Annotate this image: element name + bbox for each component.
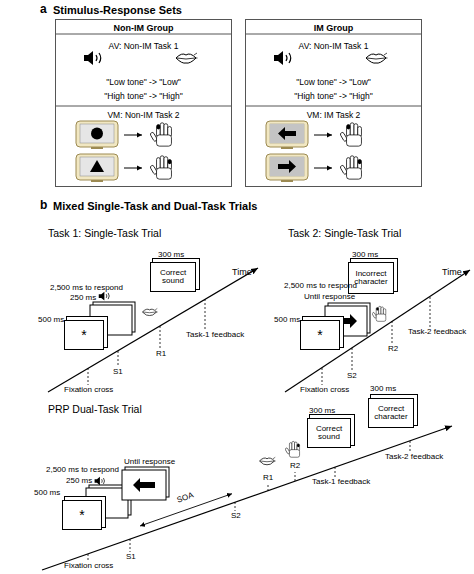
group-text: VM: Non-IM Task 2: [56, 110, 231, 120]
timing-label: 500 ms: [274, 316, 300, 325]
panel-letter: a: [40, 3, 47, 16]
event-label: S1: [126, 553, 136, 562]
screen-frame: Correct sound: [150, 262, 196, 292]
screen-text: *: [317, 328, 322, 343]
screen-text: Incorrect character: [351, 270, 391, 287]
group-heading: Non-IM Group: [56, 23, 231, 33]
axis-label: Time: [232, 268, 252, 278]
screen-frame: Correct sound: [307, 418, 351, 448]
screen-frame: *: [300, 320, 340, 350]
timing-label: 300 ms: [158, 251, 184, 260]
group-panel: Non-IM GroupAV: Non-IM Task 1 "Low tone" …: [55, 19, 232, 187]
screen-frame: *: [64, 320, 104, 350]
event-label: R2: [388, 345, 398, 354]
group-text: AV: Non-IM Task 1: [246, 41, 421, 51]
timing-label: Until response: [124, 458, 175, 467]
group-panel: IM GroupAV: Non-IM Task 1 "Low tone" -> "…: [245, 19, 422, 187]
event-label: R1: [156, 350, 166, 359]
panel-title: Mixed Single-Task and Dual-Task Trials: [53, 200, 257, 212]
panel-title: Stimulus-Response Sets: [53, 4, 182, 16]
event-label: Fixation cross: [64, 386, 113, 395]
timing-label: 300 ms: [370, 385, 396, 394]
soa-label: SOA: [176, 491, 195, 505]
event-label: Task-1 feedback: [186, 331, 244, 340]
trial-title: PRP Dual-Task Trial: [48, 404, 142, 416]
event-label: Task-2 feedback: [385, 453, 443, 462]
timing-label: 250 ms: [70, 294, 96, 303]
screen-text: *: [81, 328, 86, 343]
group-text: "High tone" -> "High": [56, 91, 231, 101]
group-text: "Low tone" -> "Low": [246, 77, 421, 87]
screen-text: Correct sound: [153, 269, 193, 286]
event-label: S1: [113, 368, 123, 377]
timing-label: 500 ms: [34, 489, 60, 498]
timing-label: 2,500 ms to respond: [50, 284, 123, 293]
screen-text: Correct character: [371, 405, 411, 422]
axis-label: Time: [442, 268, 462, 278]
event-label: Fixation cross: [300, 386, 349, 395]
event-label: S2: [347, 372, 357, 381]
event-label: Task-1 feedback: [312, 478, 370, 487]
panel-letter: b: [40, 199, 47, 212]
timing-label: 300 ms: [309, 407, 335, 416]
group-text: VM: IM Task 2: [246, 110, 421, 120]
timing-label: 2,500 ms to respond: [46, 466, 119, 475]
trial-title: Task 2: Single-Task Trial: [288, 228, 401, 240]
timing-label: Until response: [304, 293, 355, 302]
timing-label: 300 ms: [352, 251, 378, 260]
timing-label: 2,500 ms to respond: [284, 282, 357, 291]
screen-frame: Correct character: [368, 398, 414, 428]
group-text: "Low tone" -> "Low": [56, 77, 231, 87]
group-text: AV: Non-IM Task 1: [56, 41, 231, 51]
event-label: R2: [290, 462, 300, 471]
group-heading: IM Group: [246, 23, 421, 33]
timing-label: 500 ms: [38, 316, 64, 325]
trial-title: Task 1: Single-Task Trial: [48, 228, 161, 240]
event-label: S2: [231, 512, 241, 521]
screen-frame: *: [62, 500, 102, 530]
timing-label: 250 ms: [66, 477, 92, 486]
screen-text: Correct sound: [310, 425, 348, 442]
event-label: Task-2 feedback: [408, 328, 466, 337]
event-label: Fixation cross: [64, 562, 113, 571]
screen-text: *: [79, 508, 84, 523]
event-label: R1: [263, 474, 273, 483]
group-text: "High tone" -> "High": [246, 91, 421, 101]
